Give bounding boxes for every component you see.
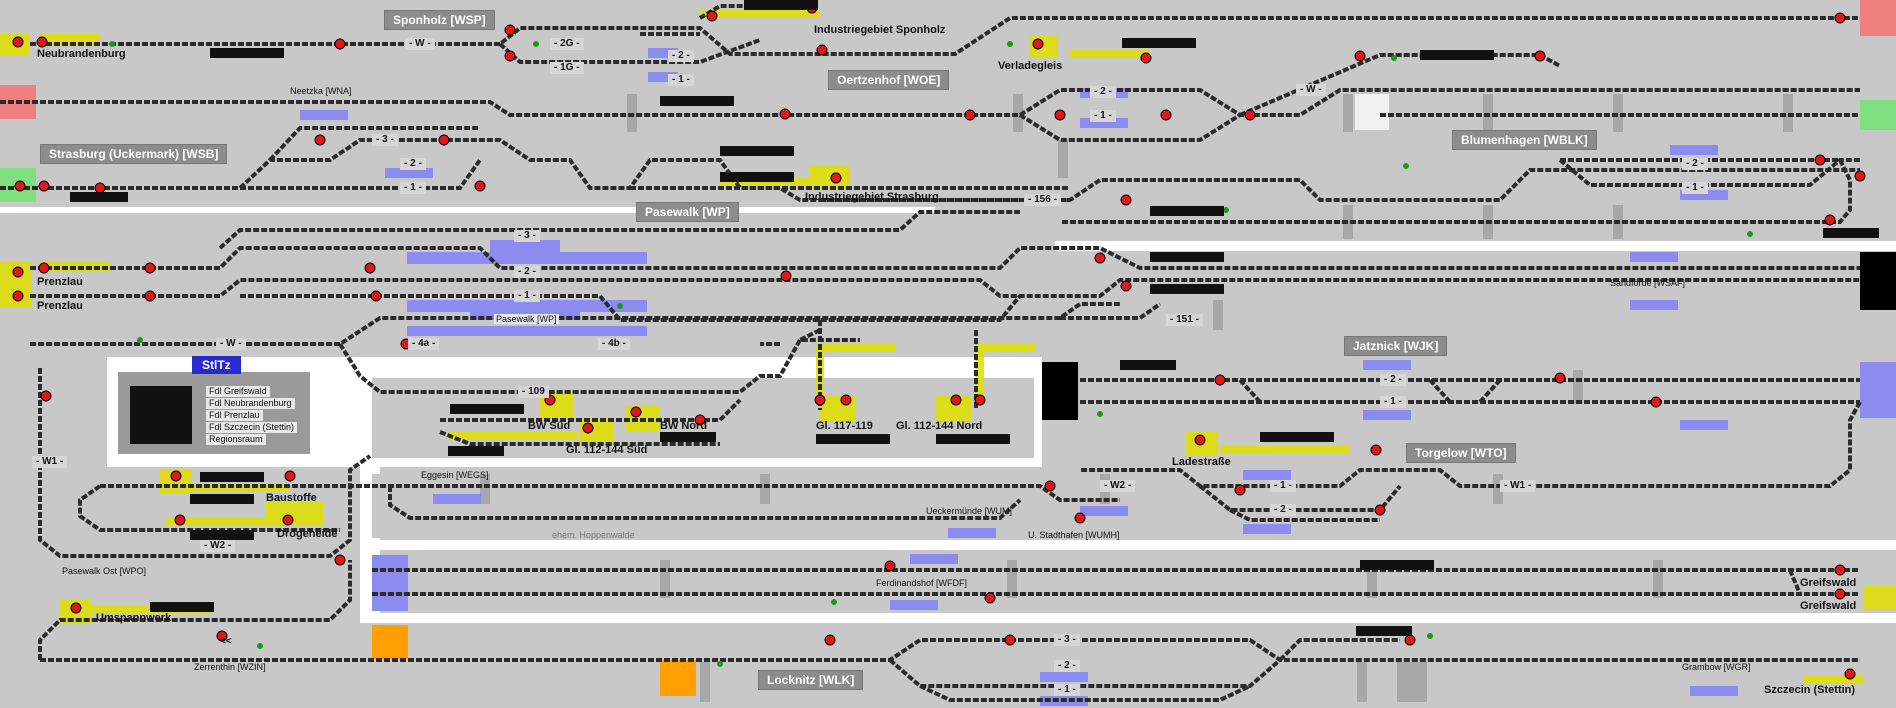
label-zerrenthin: Zerrenthin [WZIN] <box>194 662 266 672</box>
track-label-pasewalk-1: - 1 - <box>514 290 540 302</box>
track-label-oertzenhof-2: - 2 - <box>1090 86 1116 98</box>
track-label-strasburg-2: - 2 - <box>400 158 426 170</box>
station-title-torgelow[interactable]: Torgelow [WTO] <box>1406 443 1516 463</box>
sttz-row-prenzlau[interactable]: Fdl Prenzlau <box>206 410 263 421</box>
label-szczecin: Szczecin (Stettin) <box>1764 684 1856 696</box>
label-greifswald-1: Greifswald <box>1800 577 1857 589</box>
back-arrows[interactable]: << <box>220 636 232 647</box>
track-label-sponholz-w: - W - <box>405 38 435 50</box>
sttz-row-regionsraum[interactable]: Regionsraum <box>206 434 266 445</box>
label-ferdinandshof: Ferdinandshof [WFDF] <box>876 578 968 588</box>
track-label-pasewalk-109: - 109 <box>518 386 549 398</box>
sttz-title[interactable]: StlTz <box>192 356 241 374</box>
track-label-blumenhagen-2: - 2 - <box>1682 158 1708 170</box>
station-title-blumenhagen[interactable]: Blumenhagen [WBLK] <box>1452 130 1597 150</box>
track-label-locknitz-2: - 2 - <box>1054 660 1080 672</box>
track-label-pasewalk-3: - 3 - <box>514 230 540 242</box>
sttz-row-szczecin[interactable]: Fdl Szczecin (Stettin) <box>206 422 298 433</box>
track-label-strasburg-1: - 1 - <box>400 182 426 194</box>
track-label-sponholz-2g: - 2G - <box>550 38 584 50</box>
track-label-sponholz-2: - 2 - <box>668 50 694 62</box>
label-prenzlau-1: Prenzlau <box>37 276 83 288</box>
track-label-pasewalk-156: - 156 - <box>1024 194 1061 206</box>
track-label-torgelow-w1: - W1 - <box>1500 480 1536 492</box>
label-prenzlau-2: Prenzlau <box>37 300 83 312</box>
label-gl-112-144-sued: Gl. 112-144 Süd <box>566 444 648 456</box>
track-label-oertzenhof-1: - 1 - <box>1090 110 1116 122</box>
track-label-pasewalk-4b: - 4b - <box>598 338 630 350</box>
label-pasewalk-wp: Pasewalk [WP] <box>494 314 559 324</box>
label-stadthafen: U. Stadthafen [WUMH] <box>1028 530 1120 540</box>
label-ueckermuende: Ueckermünde [WUM] <box>926 506 1013 516</box>
track-label-pasewalk-4a: - 4a - <box>408 338 440 350</box>
label-gl-112-144-nord: Gl. 112-144 Nord <box>896 420 983 432</box>
track-label-sponholz-1: - 1 - <box>668 74 694 86</box>
label-grambow: Grambow [WGR] <box>1682 662 1751 672</box>
track-label-torgelow-1: - 1 - <box>1270 480 1296 492</box>
label-verladegleis: Verladegleis <box>998 60 1063 72</box>
track-label-pasewalk-2: - 2 - <box>514 266 540 278</box>
sttz-row-greifswald[interactable]: Fdl Greifswald <box>206 386 270 397</box>
label-neetzka: Neetzka [WNA] <box>290 86 352 96</box>
label-industriegebiet-sponholz: Industriegebiet Sponholz <box>814 24 946 36</box>
track-label-torgelow-2: - 2 - <box>1270 504 1296 516</box>
track-label-strasburg-3: - 3 - <box>372 134 398 146</box>
track-label-blumenhagen-1: - 1 - <box>1682 182 1708 194</box>
track-label-w2-left: - W2 - <box>200 540 236 552</box>
label-industriegebiet-strasburg: Industriegebiet Strasburg <box>805 191 939 203</box>
station-title-sponholz[interactable]: Sponholz [WSP] <box>384 10 495 30</box>
station-title-locknitz[interactable]: Locknitz [WLK] <box>758 670 864 690</box>
label-sandfoerde: Sandförde [WSAF] <box>1610 278 1686 288</box>
station-title-pasewalk[interactable]: Pasewalk [WP] <box>636 202 739 222</box>
label-bw-nord: BW Nord <box>660 420 708 432</box>
label-bw-sued: BW Süd <box>528 420 571 432</box>
label-neubrandenburg: Neubrandenburg <box>37 48 126 60</box>
station-title-oertzenhof[interactable]: Oertzenhof [WOE] <box>828 70 950 90</box>
label-gl-117-119: Gl. 117-119 <box>816 420 873 432</box>
track-label-jatznick-2: - 2 - <box>1380 374 1406 386</box>
label-greifswald-2: Greifswald <box>1800 600 1857 612</box>
station-title-strasburg[interactable]: Strasburg (Uckermark) [WSB] <box>40 144 228 164</box>
track-label-torgelow-w2: - W2 - <box>1100 480 1136 492</box>
sttz-row-neubrandenburg[interactable]: Fdl Neubrandenburg <box>206 398 295 409</box>
track-label-oertzenhof-w: - W - <box>1296 84 1326 96</box>
track-label-locknitz-3: - 3 - <box>1054 634 1080 646</box>
track-label-locknitz-1: - 1 - <box>1054 684 1080 696</box>
track-label-sponholz-1g: - 1G - <box>550 62 584 74</box>
track-label-w1-left: - W1 - <box>32 456 68 468</box>
track-label-pasewalk-w: - W - <box>216 338 246 350</box>
track-label-pasewalk-151: - 151 - <box>1166 314 1203 326</box>
label-pasewalk-ost: Pasewalk Ost [WPO] <box>62 566 147 576</box>
track-label-jatznick-1: - 1 - <box>1380 396 1406 408</box>
label-baustoffe: Baustoffe <box>266 492 317 504</box>
label-droegeheide: Drögeheide <box>277 528 338 540</box>
label-hoppenwalde: ehem. Hoppenwalde <box>552 530 635 540</box>
label-eggesin: Eggesin [WEGS] <box>421 470 489 480</box>
station-title-jatznick[interactable]: Jatznick [WJK] <box>1344 336 1448 356</box>
label-ladestrasse: Ladestraße <box>1172 456 1231 468</box>
label-umspannwerk: Umspannwerk <box>96 612 172 624</box>
